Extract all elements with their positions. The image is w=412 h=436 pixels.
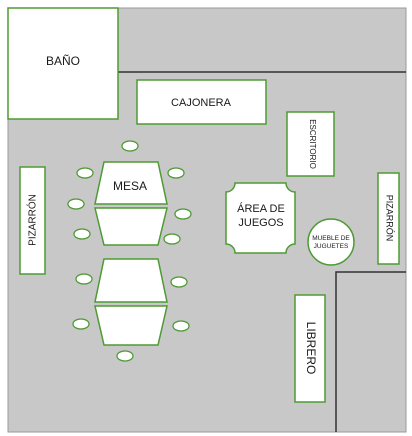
cajonera-label: CAJONERA xyxy=(171,97,232,109)
mesa-label: MESA xyxy=(113,179,147,193)
chair xyxy=(67,198,85,210)
escritorio xyxy=(286,111,335,177)
librero-label: LIBRERO xyxy=(304,322,318,375)
mesa-segment-3 xyxy=(94,258,168,303)
chair xyxy=(174,208,192,220)
chair xyxy=(76,167,94,179)
pizarron-right-label: PIZARRÓN xyxy=(385,195,395,242)
area-de-juegos xyxy=(225,182,296,254)
chair xyxy=(73,228,91,240)
chair xyxy=(167,167,185,179)
bano-room xyxy=(7,7,119,120)
bano-label: BAÑO xyxy=(46,54,80,68)
chair xyxy=(72,318,90,330)
chair xyxy=(172,320,190,332)
mesa-segment-1 xyxy=(94,161,168,205)
escritorio-label: ESCRITORIO xyxy=(308,119,317,169)
mueble-label-2: JUGUETES xyxy=(314,243,349,250)
librero xyxy=(294,294,326,403)
area-juegos-label-2: JUEGOS xyxy=(238,217,283,229)
pizarron-left xyxy=(19,166,46,275)
chair xyxy=(163,233,181,245)
area-juegos-label-1: ÁREA DE xyxy=(237,202,285,215)
chair xyxy=(121,140,139,152)
mueble-label-1: MUEBLE DE xyxy=(312,235,350,242)
mueble-de-juguetes xyxy=(307,218,355,266)
mesa-segment-4 xyxy=(94,305,168,346)
mesa-segment-2 xyxy=(94,207,168,246)
wall-line-corner xyxy=(335,271,406,432)
pizarron-right xyxy=(377,172,400,265)
chair xyxy=(116,350,134,362)
pizarron-left-label: PIZARRÓN xyxy=(26,194,39,246)
cajonera xyxy=(136,79,267,125)
chairs xyxy=(67,140,192,362)
chair xyxy=(75,273,93,285)
chair xyxy=(170,276,188,288)
